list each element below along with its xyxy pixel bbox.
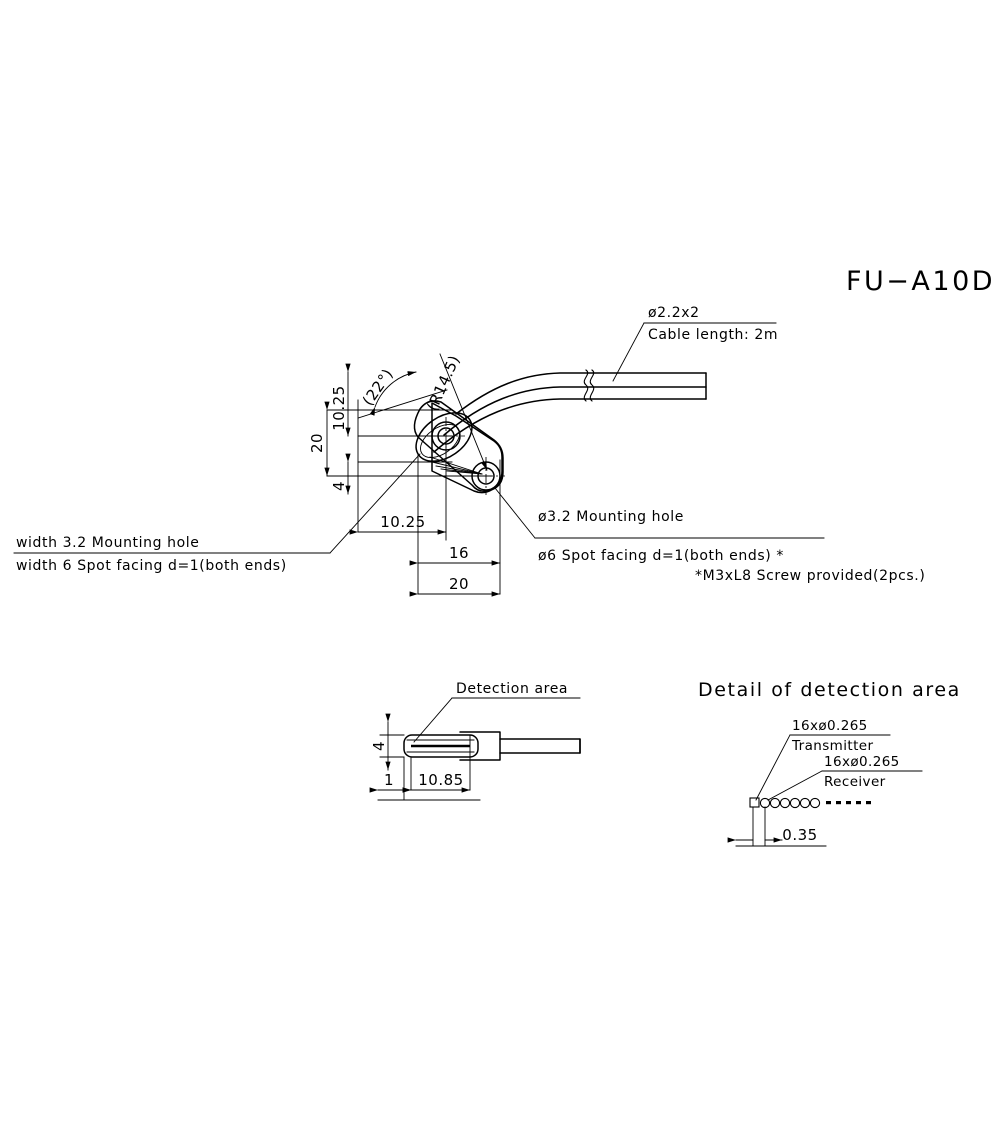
dim-label-side-offset-1: 1 [384,771,394,789]
dim-label-horizontal-10-25: 10.25 [380,513,425,531]
dim-label-angle-22: (22°) [359,365,397,409]
callout-right-note-line2: ø6 Spot facing d=1(both ends) * [538,548,784,564]
callout-transmitter-line2: Transmitter [791,738,873,754]
detail-view-title: Detail of detection area [698,679,961,701]
callout-screw-note: *M3xL8 Screw provided(2pcs.) [695,568,925,584]
callout-left-note-line2: width 6 Spot facing d=1(both ends) [16,558,287,574]
fiber-beam-lines [429,456,483,475]
dim-side-length-10-85: 10.85 [402,771,471,793]
callout-right-note-line1: ø3.2 Mounting hole [538,509,684,525]
callout-cable-line1: ø2.2x2 [648,305,700,321]
dim-vertical-4: 4 [330,453,351,495]
fiber-row-ellipsis [826,801,871,805]
dim-label-detail-pitch-0-35: 0.35 [782,826,817,844]
projection-lines [326,399,501,595]
callout-cable-line2: Cable length: 2m [648,327,778,343]
dim-side-height-4: 4 [370,713,391,771]
callout-detection-area-label: Detection area [456,681,568,697]
dim-horizontal-10-25: 10.25 [349,513,447,535]
callout-transmitter-line1: 16xø0.265 [792,718,868,734]
cable-break-symbol [583,369,595,402]
dim-vertical-20: 20 [308,401,330,477]
callout-detection-area: Detection area [413,681,581,743]
dim-label-vertical-10-25: 10.25 [330,385,348,430]
callout-right-note: ø3.2 Mounting hole ø6 Spot facing d=1(bo… [494,487,825,564]
dim-detail-pitch-0-35: 0.35 [727,826,817,844]
side-head-outline [403,734,479,758]
dim-label-horizontal-20: 20 [449,575,469,593]
dim-vertical-10-25: 10.25 [330,363,351,437]
side-view: Detection area 4 1 10.85 [369,681,581,801]
dim-label-vertical-20: 20 [308,433,326,453]
fiber-row [749,797,871,809]
dim-label-vertical-4: 4 [330,481,348,491]
main-front-view: 10.25 20 4 10.25 16 20 [13,305,925,597]
dim-horizontal-16: 16 [409,544,501,566]
detection-area-detail-view: Detail of detection area [698,679,961,847]
model-title: FU−A10D [846,266,995,297]
callout-receiver: 16xø0.265 Receiver [767,754,923,801]
callout-receiver-line2: Receiver [824,774,886,790]
cable-assembly [433,369,707,453]
callout-cable: ø2.2x2 Cable length: 2m [612,305,778,382]
dim-label-side-length-10-85: 10.85 [418,771,463,789]
dim-label-radius: (R14.5) [423,352,463,413]
dim-horizontal-20: 20 [409,575,501,597]
callout-left-note: width 3.2 Mounting hole width 6 Spot fac… [13,453,421,574]
callout-left-note-line1: width 3.2 Mounting hole [16,535,199,551]
callout-transmitter: 16xø0.265 Transmitter [755,718,891,801]
dim-label-side-height-4: 4 [370,741,388,751]
dim-side-offset-1: 1 [369,771,412,793]
dim-label-horizontal-16: 16 [449,544,469,562]
callout-receiver-line1: 16xø0.265 [824,754,900,770]
